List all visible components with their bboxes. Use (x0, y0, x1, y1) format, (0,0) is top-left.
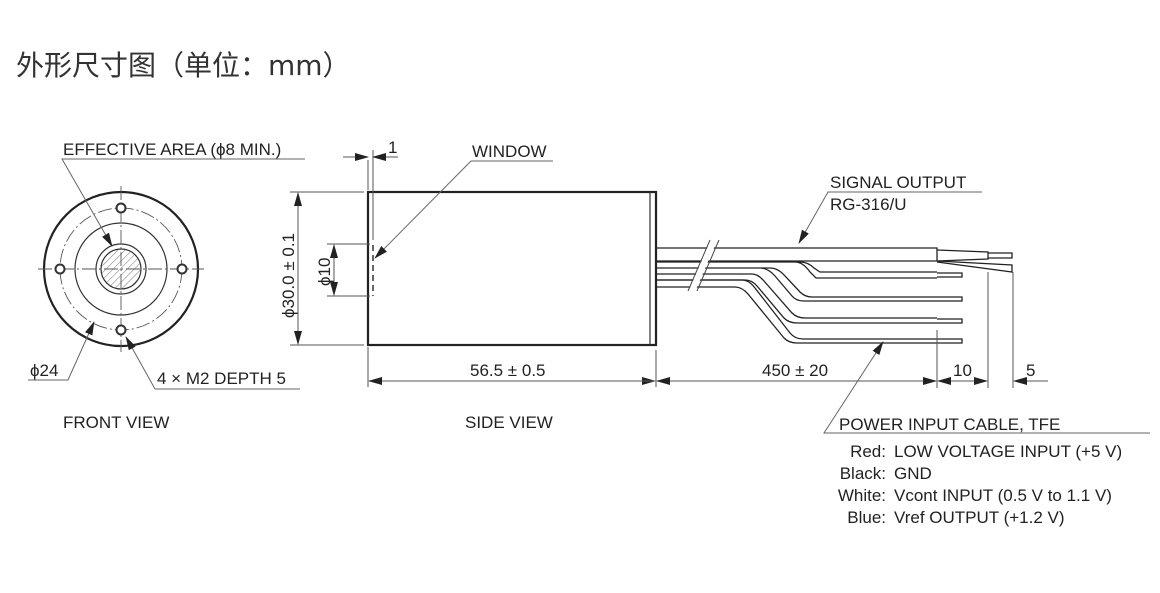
strip-dim-1-label: 10 (953, 361, 972, 380)
cable-length-dim-label: 450 ± 20 (762, 361, 828, 380)
wire-color-red: Red: (850, 442, 886, 461)
wire-function-blue: Vref OUTPUT (+1.2 V) (894, 508, 1065, 527)
wire-function-white: Vcont INPUT (0.5 V to 1.1 V) (894, 486, 1112, 505)
holes-leader (125, 336, 300, 390)
pcd-leader (28, 321, 95, 381)
power-wire (656, 273, 937, 324)
wire-function-black: GND (894, 464, 932, 483)
wire-strip-end (937, 318, 963, 324)
page-title: 外形尺寸图（单位：mm） (16, 49, 351, 82)
signal-cable-shield (936, 260, 1013, 273)
diameter-dim-label: ϕ30.0 ± 0.1 (279, 233, 298, 318)
detector-body (366, 190, 658, 347)
mounting-hole (176, 263, 188, 275)
effective-area-label: EFFECTIVE AREA (ϕ8 MIN.) (63, 140, 281, 159)
cable-break-mark (696, 239, 720, 292)
mounting-hole (115, 324, 127, 336)
mounting-hole (54, 263, 66, 275)
signal-label-line2: RG-316/U (830, 195, 907, 214)
window-leader (374, 160, 553, 259)
strip-dim-2-label: 5 (1026, 361, 1035, 380)
front-view-caption: FRONT VIEW (63, 413, 169, 432)
window-label: WINDOW (472, 142, 547, 161)
power-cable-label: POWER INPUT CABLE, TFE (839, 415, 1060, 434)
break-gap (689, 238, 717, 293)
mounting-holes (54, 202, 188, 336)
power-wire (656, 261, 937, 279)
wire-legend: Red: LOW VOLTAGE INPUT (+5 V) Black: GND… (838, 442, 1122, 527)
wire-color-black: Black: (840, 464, 886, 483)
signal-label-line1: SIGNAL OUTPUT (830, 173, 966, 192)
signal-leader (798, 191, 982, 244)
power-cable-leader (823, 341, 1150, 434)
mounting-hole (115, 202, 127, 214)
effective-area-leader (61, 158, 305, 247)
side-view-caption: SIDE VIEW (465, 413, 553, 432)
wire-strip-end (937, 272, 963, 278)
cable-break-mark (687, 239, 711, 292)
wire-strip-end (937, 296, 963, 302)
recess-dim-label: 1 (388, 138, 397, 157)
holes-label: 4 × M2 DEPTH 5 (157, 369, 286, 388)
wire-color-blue: Blue: (847, 508, 886, 527)
front-view: EFFECTIVE AREA (ϕ8 MIN.) ϕ24 4 × M2 DEPT… (28, 140, 305, 432)
window-dim-label: ϕ10 (315, 258, 334, 286)
power-wires (656, 261, 963, 344)
wire-strip-end (937, 338, 963, 344)
power-wire (656, 267, 937, 302)
power-wire (656, 279, 937, 344)
pcd-label: ϕ24 (30, 361, 58, 380)
cables: SIGNAL OUTPUT RG-316/U 450 ± 20 10 5 POW… (612, 173, 1150, 527)
length-dim-label: 56.5 ± 0.5 (470, 361, 546, 380)
side-view: 1 WINDOW ϕ30.0 ± 0.1 ϕ10 56.5 ± 0.5 SIDE… (279, 138, 658, 432)
signal-cable-core (988, 252, 1013, 259)
signal-cable (656, 247, 938, 262)
wire-color-white: White: (838, 486, 886, 505)
wire-function-red: LOW VOLTAGE INPUT (+5 V) (894, 442, 1122, 461)
signal-cable-strip-1 (936, 249, 989, 262)
